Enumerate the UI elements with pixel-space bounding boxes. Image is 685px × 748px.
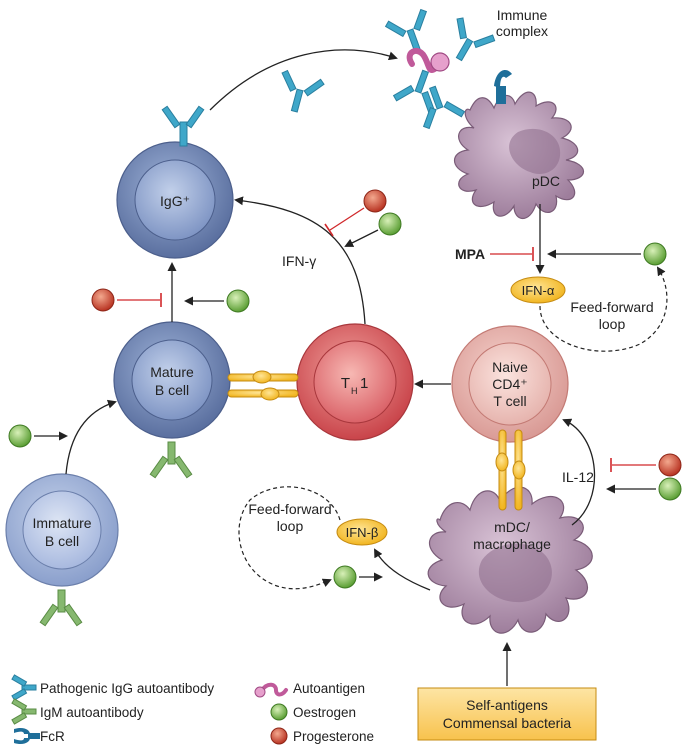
oestrogen-dot-pdc: [643, 242, 667, 266]
feed-forward-bottom-1: Feed-forward: [248, 501, 331, 517]
svg-text:T: T: [341, 375, 350, 392]
oestrogen-dot-ifn-beta: [333, 565, 357, 589]
legend-igm-icon: [11, 698, 37, 725]
igg-label: IgG⁺: [160, 193, 190, 209]
synapse-naive-mdc: [495, 429, 526, 511]
legend-oestrogen-text: Oestrogen: [293, 705, 356, 720]
legend-autoantigen-icon: [254, 682, 288, 698]
immature-b-cell: Immature B cell: [5, 473, 119, 587]
naive-t-cell: Naive CD4⁺ T cell: [451, 325, 569, 443]
mdc-label-1: mDC/: [494, 519, 530, 535]
legend-igg-text: Pathogenic IgG autoantibody: [40, 681, 214, 696]
legend-oestrogen-icon: [270, 703, 288, 721]
igg-surface-antibody-icon: [161, 105, 205, 147]
mdc-label-2: macrophage: [473, 536, 551, 552]
feed-forward-loop-bottom: [238, 486, 341, 590]
th1-cell: T H 1: [296, 323, 414, 441]
self-antigens-box: [417, 687, 597, 741]
immune-complex-label-2: complex: [496, 23, 548, 39]
legend-progesterone-text: Progesterone: [293, 729, 374, 744]
immature-b-igm-icon: [39, 589, 83, 627]
synapse-b-th1: [227, 370, 299, 401]
legend: Pathogenic IgG autoantibody IgM autoanti…: [11, 674, 374, 745]
arrow-mdc-to-ifn-beta: [374, 548, 431, 591]
legend-progesterone-icon: [270, 727, 288, 745]
legend-fcr-icon: [14, 727, 40, 745]
immune-complex-label-1: Immune: [497, 7, 548, 23]
progesterone-dot: [91, 288, 115, 312]
naive-label-3: T cell: [493, 393, 526, 409]
free-antibody-icon: [281, 69, 325, 113]
feed-forward-top-2: loop: [599, 316, 626, 332]
mature-b-igm-icon: [149, 441, 193, 479]
arrow-oestrogen-ifn: [344, 229, 379, 247]
immature-b-label-2: B cell: [45, 533, 79, 549]
arrow-ifn-gamma: [234, 196, 366, 325]
self-antigens-label-1: Self-antigens: [466, 697, 548, 713]
th1-label-main: T: [341, 375, 350, 392]
feed-forward-loop-top: [539, 266, 668, 352]
ifn-gamma-label: IFN-γ: [282, 253, 316, 269]
naive-label-1: Naive: [492, 359, 528, 375]
th1-label-sub: H: [351, 386, 358, 396]
legend-igm-text: IgM autoantibody: [40, 705, 144, 720]
mature-b-label-1: Mature: [150, 364, 194, 380]
autoantigen-icon: [406, 47, 450, 74]
immune-complex: [384, 8, 496, 130]
immature-b-label-1: Immature: [32, 515, 91, 531]
oestrogen-dot-ifn: [378, 212, 402, 236]
mature-b-cell: Mature B cell: [113, 321, 231, 439]
th1-label-tail: 1: [360, 375, 368, 392]
feed-forward-top-1: Feed-forward: [570, 299, 653, 315]
oestrogen-dot-il12: [658, 477, 682, 501]
mdc-cell: mDC/ macrophage: [427, 486, 593, 634]
inhibit-line-ifn: [329, 207, 365, 231]
arrow-igg-to-complex: [209, 49, 398, 111]
mature-b-label-2: B cell: [155, 382, 189, 398]
inhibit-bar-ifn: [324, 223, 334, 237]
ifn-beta-bubble: [336, 518, 388, 546]
ifn-alpha-label: IFN-α: [522, 283, 555, 298]
oestrogen-dot: [226, 289, 250, 313]
ifn-beta-label: IFN-β: [346, 525, 379, 540]
feed-forward-bottom-2: loop: [277, 518, 304, 534]
arrow-il12: [562, 418, 596, 526]
ifn-alpha-bubble: [510, 276, 566, 304]
pdc-cell: pDC: [453, 91, 585, 220]
legend-igg-icon: [11, 674, 37, 701]
progesterone-dot-il12: [658, 453, 682, 477]
self-antigens-label-2: Commensal bacteria: [443, 715, 572, 731]
naive-label-2: CD4⁺: [492, 376, 527, 392]
mpa-label: MPA: [455, 246, 485, 262]
legend-fcr-text: FcR: [40, 729, 65, 744]
legend-autoantigen-text: Autoantigen: [293, 681, 365, 696]
progesterone-dot-ifn: [363, 189, 387, 213]
fcr-receptor: [494, 70, 512, 104]
igg-cell: IgG⁺: [116, 141, 234, 259]
il12-label: IL-12: [562, 469, 594, 485]
oestrogen-dot-immature: [8, 424, 32, 448]
arrow-immature-to-mature: [65, 399, 117, 475]
pdc-label: pDC: [532, 173, 560, 189]
